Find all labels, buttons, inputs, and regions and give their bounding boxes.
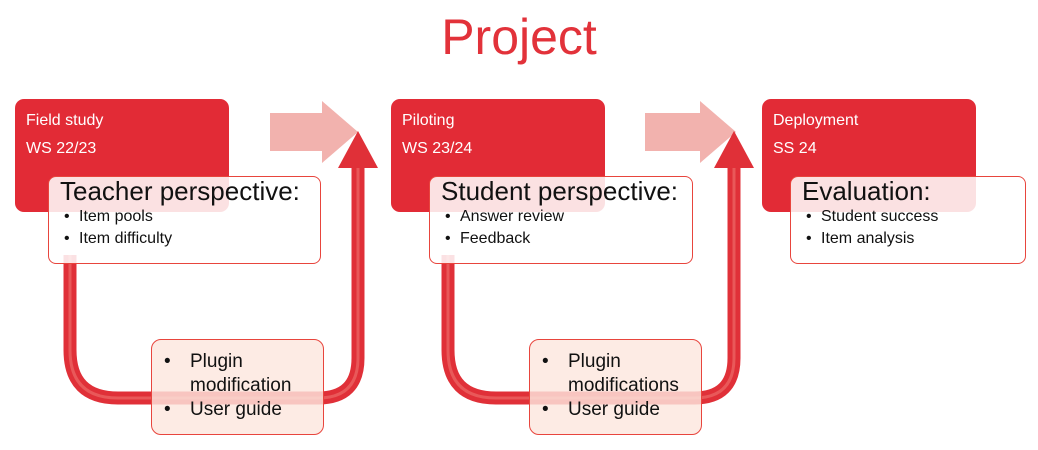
phase-term: WS 22/23 xyxy=(26,140,97,157)
list-item: Answer review xyxy=(445,206,692,228)
perspective-title: Student perspective: xyxy=(441,176,679,206)
student-perspective-box: Student perspective: Answer review Feedb… xyxy=(429,176,693,264)
phase-name: Piloting xyxy=(402,112,455,129)
diagram-title: Project xyxy=(441,9,597,65)
perspective-list: Item pools Item difficulty xyxy=(60,206,320,250)
right-arrow-icon xyxy=(270,101,358,163)
phase-term: WS 23/24 xyxy=(402,140,473,157)
cycle-arrow-1 xyxy=(63,131,378,405)
teacher-perspective-box: Teacher perspective: Item pools Item dif… xyxy=(48,176,321,264)
perspective-list: Student success Item analysis xyxy=(802,206,1025,250)
list-item: Student success xyxy=(806,206,1025,228)
right-arrow-icon xyxy=(645,101,736,163)
phase-term: SS 24 xyxy=(773,140,817,157)
phase-name: Field study xyxy=(26,112,104,129)
list-item: Item pools xyxy=(64,206,320,228)
list-item: Feedback xyxy=(445,228,692,250)
evaluation-box: Evaluation: Student success Item analysi… xyxy=(790,176,1026,264)
list-item: User guide xyxy=(164,398,323,422)
perspective-list: Answer review Feedback xyxy=(441,206,692,250)
up-arrowhead-icon xyxy=(338,131,378,168)
list-item: Item difficulty xyxy=(64,228,320,250)
list-item: User guide xyxy=(542,398,701,422)
perspective-title: Evaluation: xyxy=(802,176,931,206)
up-arrowhead-icon xyxy=(714,131,754,168)
perspective-title: Teacher perspective: xyxy=(60,176,300,206)
list-item: Item analysis xyxy=(806,228,1025,250)
phase-name: Deployment xyxy=(773,112,859,129)
cycle-arrow-2 xyxy=(441,131,754,405)
